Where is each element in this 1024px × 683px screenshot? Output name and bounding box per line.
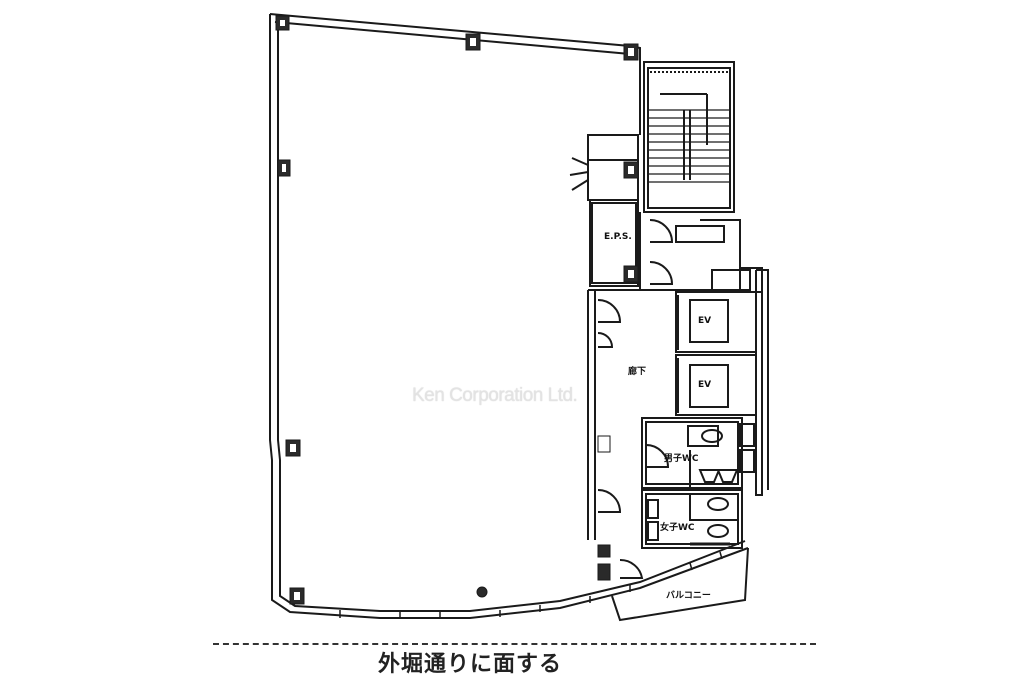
structural-columns: [275, 15, 639, 605]
eps-label: E.P.S.: [604, 232, 632, 242]
corridor-walls: [587, 289, 680, 540]
balcony-label: バルコニー: [666, 591, 711, 601]
elevator-1-label: EV: [698, 316, 712, 326]
elevators: [675, 291, 757, 416]
bottom-window-mullions: [339, 551, 723, 619]
mens-wc-walls: [641, 417, 755, 490]
elevator-2-label: EV: [698, 380, 712, 390]
watermark: Ken Corporation Ltd.: [412, 385, 578, 406]
corridor-label: 廊下: [628, 367, 647, 377]
mens-wc-label: 男子WC: [664, 454, 699, 464]
womens-wc-label: 女子WC: [660, 523, 695, 533]
street-caption: 外堀通りに面する: [378, 652, 563, 677]
balcony-walls: [611, 547, 749, 622]
right-shaft: [755, 269, 769, 496]
stairwell: [643, 61, 735, 213]
womens-wc-walls: [641, 489, 743, 549]
street-boundary-line: [213, 643, 816, 645]
